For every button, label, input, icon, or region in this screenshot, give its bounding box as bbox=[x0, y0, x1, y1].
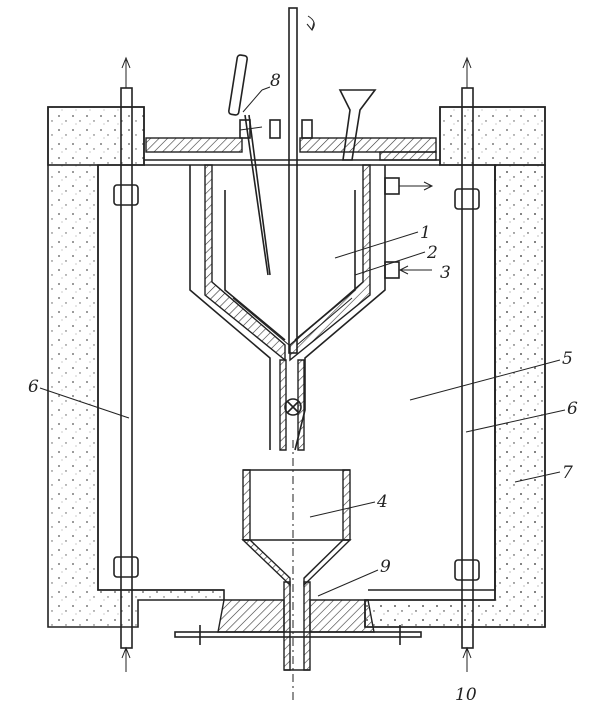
thermometer bbox=[228, 54, 271, 276]
feed-funnel bbox=[338, 89, 377, 161]
label-7: 7 bbox=[562, 463, 573, 483]
label-5: 5 bbox=[562, 349, 573, 369]
label-4: 4 bbox=[376, 492, 388, 512]
label-9: 9 bbox=[380, 557, 391, 577]
outer-insulation bbox=[47, 106, 546, 628]
label-6-left: 6 bbox=[28, 377, 39, 397]
stirrer-shaft bbox=[232, 7, 353, 354]
heating-rod-left bbox=[113, 56, 139, 672]
vessel-jacket bbox=[189, 164, 434, 451]
bottom-plug bbox=[174, 599, 422, 645]
receiver-vessel bbox=[241, 469, 352, 671]
lid-plate bbox=[145, 119, 437, 161]
label-1: 1 bbox=[420, 223, 431, 243]
label-2: 2 bbox=[426, 243, 438, 263]
label-6-right: 6 bbox=[567, 399, 578, 419]
label-3: 3 bbox=[440, 263, 451, 283]
leader-lines bbox=[39, 86, 566, 597]
label-10: 10 bbox=[455, 685, 477, 705]
heating-rod-right bbox=[454, 56, 480, 672]
label-8: 8 bbox=[270, 71, 281, 91]
